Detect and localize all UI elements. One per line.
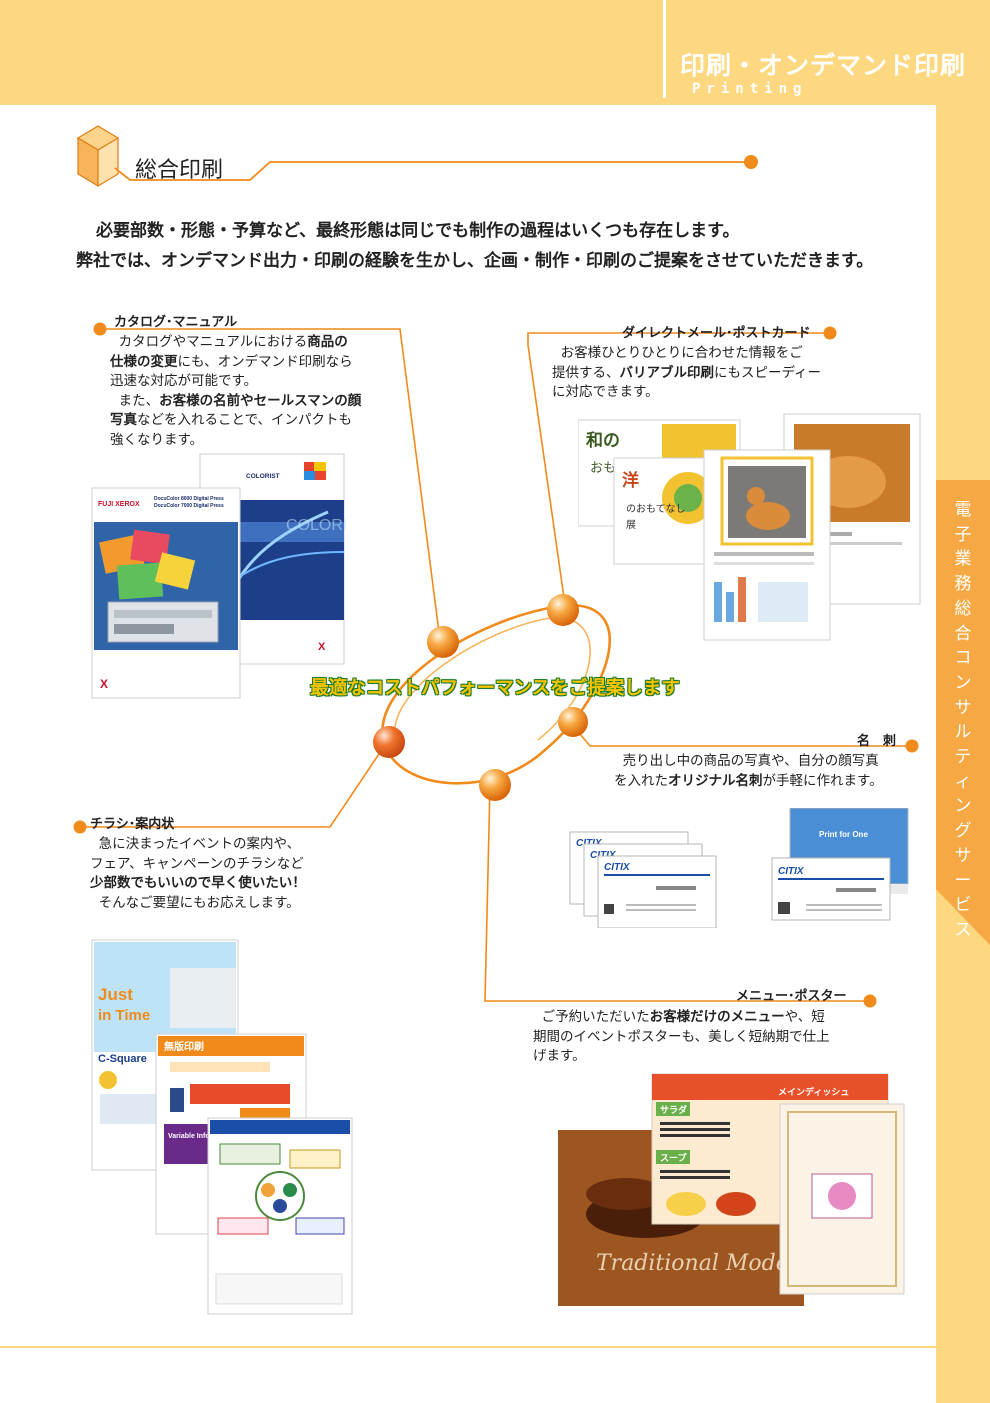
svg-text:和の: 和の bbox=[586, 431, 620, 451]
business-cards-image: CITIX CITIX CITIX Print for One CITIX bbox=[569, 808, 909, 928]
catalog-brochures-image: COLORIST COLORIST X FUJI XEROX DocuColor… bbox=[91, 453, 348, 699]
header-band bbox=[0, 0, 990, 105]
svg-text:DocuColor 7000 Digital Press: DocuColor 7000 Digital Press bbox=[154, 503, 224, 509]
menu-label: メニュー･ポスター bbox=[736, 989, 847, 1004]
dm-postcards-image: 和の おもてなし 洋 のおもてなし 展 bbox=[578, 413, 921, 641]
svg-text:メインディッシュ: メインディッシュ bbox=[778, 1086, 849, 1097]
svg-text:CITIX: CITIX bbox=[604, 862, 631, 873]
intro-line-1: 必要部数・形態・予算など、最終形態は同じでも制作の過程はいくつも存在します。 bbox=[96, 221, 740, 241]
header-title: 印刷・オンデマンド印刷 bbox=[680, 51, 967, 80]
menus-poster-image: Traditional Mode サラダ スープ メインディッシュ bbox=[558, 1073, 905, 1306]
svg-text:Traditional Mode: Traditional Mode bbox=[596, 1251, 789, 1276]
dm-label: ダイレクトメール･ポストカード bbox=[622, 326, 811, 341]
orbit-ring bbox=[381, 603, 611, 785]
svg-text:Print for One: Print for One bbox=[819, 830, 868, 839]
bottom-rule bbox=[0, 1346, 936, 1348]
section-heading-graphic bbox=[76, 125, 758, 188]
svg-text:スープ: スープ bbox=[660, 1152, 687, 1163]
menu-text: ご予約いただいたお客様だけのメニューや、短 期間のイベントポスターも、美しく短納… bbox=[533, 1009, 830, 1064]
catalog-label: カタログ･マニュアル bbox=[114, 315, 238, 330]
svg-text:C-Square: C-Square bbox=[98, 1053, 147, 1065]
dm-text: お客様ひとりひとりに合わせた情報をご 提供する、バリアブル印刷にもスピーディー … bbox=[552, 345, 822, 400]
svg-text:X: X bbox=[318, 641, 326, 653]
svg-text:Just: Just bbox=[98, 985, 133, 1004]
svg-text:洋: 洋 bbox=[622, 470, 639, 491]
flyer-text: 急に決まったイベントの案内や、 フェア、キャンペーンのチラシなど 少部数でもいい… bbox=[90, 836, 306, 911]
svg-text:X: X bbox=[100, 677, 108, 691]
center-phrase: 最適なコストパフォーマンスをご提案します bbox=[310, 678, 680, 699]
sphere-icon bbox=[427, 626, 459, 658]
flyers-image: Just in Time C-Square 無版印刷 Variable Info bbox=[91, 939, 353, 1315]
card-label: 名 刺 bbox=[857, 734, 897, 749]
svg-text:FUJI XEROX: FUJI XEROX bbox=[98, 501, 140, 508]
svg-text:サラダ: サラダ bbox=[660, 1104, 687, 1115]
sphere-icon bbox=[373, 726, 405, 758]
side-tab bbox=[936, 480, 990, 945]
svg-text:CITIX: CITIX bbox=[778, 866, 805, 877]
sphere-icon bbox=[479, 769, 511, 801]
svg-text:in Time: in Time bbox=[98, 1007, 150, 1024]
header-subtitle: Printing bbox=[692, 81, 808, 97]
svg-text:COLORIST: COLORIST bbox=[246, 473, 280, 480]
card-text: 売り出し中の商品の写真や、自分の顔写真 を入れたオリジナル名刺が手軽に作れます。 bbox=[614, 753, 883, 789]
svg-text:無版印刷: 無版印刷 bbox=[164, 1040, 204, 1053]
sphere-icon bbox=[558, 707, 588, 737]
side-tab-label: 電子業務総合コンサルティングサービス bbox=[954, 500, 972, 940]
flyer-label: チラシ･案内状 bbox=[90, 817, 175, 832]
svg-text:のおもてなし: のおもてなし bbox=[626, 503, 686, 515]
header-divider bbox=[663, 0, 666, 98]
svg-text:COLORIST: COLORIST bbox=[286, 517, 348, 534]
svg-text:展: 展 bbox=[626, 519, 636, 531]
svg-text:Variable Info: Variable Info bbox=[168, 1133, 210, 1140]
intro-line-2: 弊社では、オンデマンド出力・印刷の経験を生かし、企画・制作・印刷のご提案をさせて… bbox=[76, 251, 874, 271]
sphere-icon bbox=[547, 594, 579, 626]
section-title: 総合印刷 bbox=[135, 158, 224, 183]
catalog-text: カタログやマニュアルにおける商品の 仕様の変更にも、オンデマンド印刷なら 迅速な… bbox=[110, 334, 362, 448]
connector-graphic bbox=[73, 322, 919, 1008]
svg-text:DocuColor 8000 Digital Press: DocuColor 8000 Digital Press bbox=[154, 496, 224, 502]
